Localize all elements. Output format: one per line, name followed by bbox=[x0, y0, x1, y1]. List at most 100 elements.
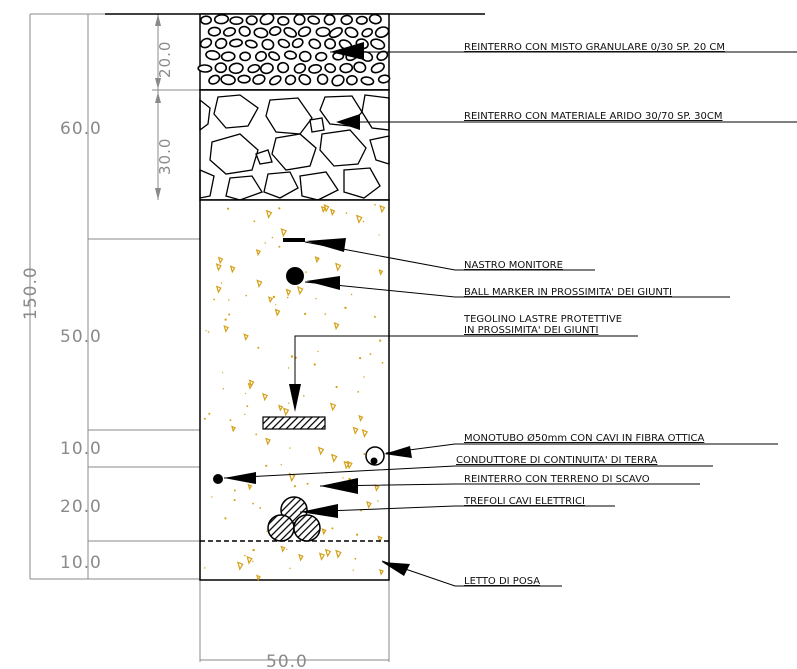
soil-dot bbox=[363, 376, 365, 378]
soil-dot bbox=[253, 220, 256, 223]
pebble bbox=[308, 64, 323, 74]
soil-dot bbox=[290, 355, 294, 358]
soil-dot bbox=[289, 567, 291, 569]
soil-dot bbox=[259, 507, 262, 509]
soil-grain bbox=[223, 325, 229, 333]
soil-grain bbox=[243, 333, 249, 341]
earth-conductor bbox=[213, 474, 223, 484]
soil-dot bbox=[373, 315, 376, 318]
pebble bbox=[298, 73, 312, 86]
pebble bbox=[308, 38, 322, 50]
soil-grain bbox=[366, 500, 372, 509]
pebble bbox=[244, 39, 258, 49]
pebble bbox=[205, 50, 221, 61]
pebble bbox=[370, 62, 385, 74]
soil-dot bbox=[224, 318, 227, 321]
pebble bbox=[323, 13, 336, 26]
label-monotubo: MONOTUBO Ø50mm CON CAVI IN FIBRA OTTICA bbox=[464, 432, 705, 444]
soil-dot bbox=[280, 464, 282, 466]
pebble bbox=[252, 74, 266, 85]
soil-grain bbox=[215, 263, 222, 272]
soil-dot bbox=[303, 395, 305, 397]
soil-dot bbox=[335, 385, 338, 389]
pebble bbox=[277, 38, 291, 49]
warning-tape bbox=[283, 238, 305, 242]
pebble bbox=[377, 74, 391, 84]
soil-dot bbox=[357, 391, 360, 393]
pebble bbox=[346, 74, 358, 86]
soil-grain bbox=[267, 296, 274, 304]
dim-sub-30: 30.0 bbox=[156, 138, 174, 175]
soil-dot bbox=[224, 517, 227, 520]
monotube-pipe bbox=[365, 446, 385, 466]
soil-dot bbox=[271, 236, 274, 239]
soil-dot bbox=[305, 271, 307, 273]
soil-dot bbox=[354, 557, 357, 560]
pebble bbox=[213, 13, 230, 25]
soil-dot bbox=[356, 533, 359, 536]
soil-dot bbox=[344, 306, 347, 309]
pebble bbox=[208, 74, 221, 85]
soil-dot bbox=[213, 298, 216, 301]
soil-grain bbox=[355, 214, 363, 224]
pebble bbox=[237, 74, 251, 84]
soil-grain bbox=[379, 568, 384, 576]
arido-layer bbox=[199, 89, 390, 201]
leader-arrowheads bbox=[224, 42, 412, 576]
soil-grain bbox=[317, 446, 325, 456]
soil-grain bbox=[285, 288, 292, 297]
soil-grain bbox=[248, 379, 255, 388]
soil-grain bbox=[262, 392, 269, 402]
pebble bbox=[254, 50, 268, 62]
soil-grain bbox=[274, 308, 281, 317]
soil-dot bbox=[252, 502, 255, 505]
soil-grain bbox=[265, 209, 273, 219]
pebble bbox=[355, 15, 368, 25]
soil-dot bbox=[377, 500, 379, 502]
pebble bbox=[283, 50, 298, 60]
granular-layer bbox=[197, 12, 391, 91]
soil-grain bbox=[335, 549, 342, 559]
soil-dot bbox=[266, 530, 268, 533]
label-ball: BALL MARKER IN PROSSIMITA' DEI GIUNTI bbox=[464, 287, 672, 298]
soil-dot bbox=[233, 489, 236, 492]
soil-dot bbox=[288, 402, 290, 404]
soil-dot bbox=[289, 447, 291, 449]
soil-grain bbox=[280, 227, 288, 238]
soil-grain bbox=[361, 429, 368, 438]
pebble bbox=[239, 51, 251, 62]
soil-dot bbox=[286, 296, 289, 299]
pebble bbox=[229, 16, 244, 25]
soil-grain bbox=[229, 265, 236, 274]
soil-dot bbox=[378, 234, 380, 236]
soil-dot bbox=[222, 372, 224, 374]
soil-grain bbox=[323, 204, 330, 213]
soil-grain bbox=[265, 437, 271, 446]
soil-grain bbox=[247, 483, 253, 491]
pebble bbox=[297, 26, 312, 38]
dimension-arrows bbox=[155, 14, 161, 200]
label-scavo: REINTERRO CON TERRENO DI SCAVO bbox=[464, 474, 650, 485]
pebble bbox=[245, 15, 258, 26]
pebble bbox=[268, 26, 282, 36]
soil-dot bbox=[233, 499, 236, 502]
pebble bbox=[259, 62, 274, 75]
soil-dot bbox=[342, 477, 344, 479]
pebble bbox=[214, 62, 228, 74]
soil-grain bbox=[321, 528, 327, 536]
pebble bbox=[361, 27, 374, 38]
pebble bbox=[374, 26, 390, 38]
soil-dot bbox=[246, 405, 249, 408]
soil-dot bbox=[204, 567, 206, 569]
soil-dot bbox=[362, 220, 365, 223]
pebble bbox=[344, 26, 359, 39]
soil-grain bbox=[255, 249, 261, 257]
pebble bbox=[315, 51, 328, 62]
pebble bbox=[298, 50, 312, 63]
soil-dot bbox=[306, 482, 309, 485]
soil-grain bbox=[334, 262, 342, 272]
soil-dot bbox=[203, 417, 206, 420]
dim-50: 50.0 bbox=[60, 327, 102, 347]
pebble bbox=[247, 63, 261, 74]
